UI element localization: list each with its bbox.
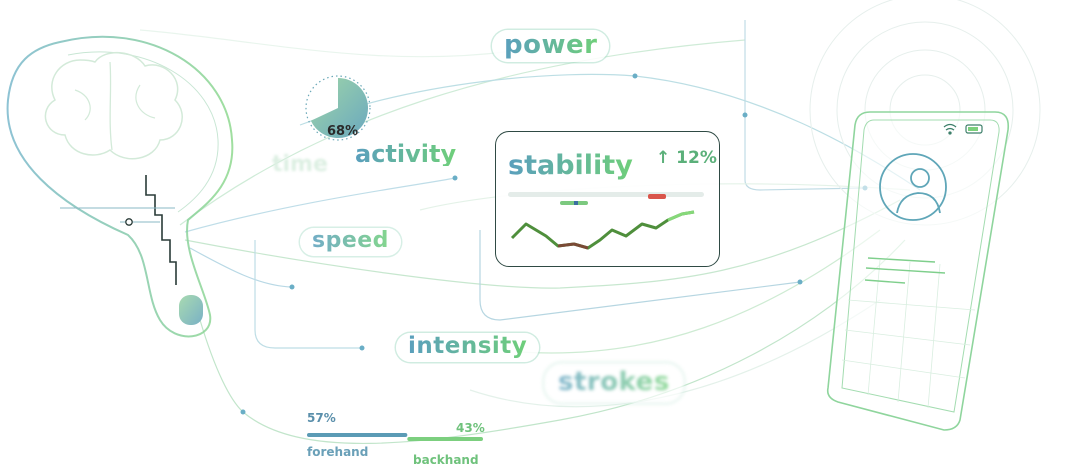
stability-delta: ↑ 12% — [656, 148, 717, 168]
stroke-split-bars — [307, 433, 483, 441]
battery-icon — [965, 124, 983, 134]
stability-sparkline — [508, 192, 704, 250]
activity-gauge — [305, 75, 371, 141]
forehand-label: forehand — [307, 445, 369, 459]
arrow-up-icon: ↑ — [656, 148, 671, 168]
time-label: time — [272, 152, 328, 177]
backhand-label: backhand — [413, 453, 479, 467]
activity-percent: 68% — [327, 124, 359, 139]
phone-illustration — [809, 0, 1041, 431]
user-avatar-icon — [879, 153, 947, 221]
stability-title: stability — [508, 150, 633, 181]
backhand-value: 43% — [456, 421, 485, 435]
power-label: power — [492, 30, 610, 62]
activity-label: activity — [355, 140, 457, 168]
intensity-label: intensity — [396, 333, 540, 362]
paddle-illustration — [6, 35, 234, 338]
stability-card: stability ↑ 12% — [495, 131, 720, 267]
speed-label: speed — [300, 228, 401, 256]
strokes-label: strokes — [544, 363, 684, 403]
connection-lines — [139, 20, 921, 445]
stability-delta-value: 12% — [676, 148, 717, 168]
forehand-value: 57% — [307, 411, 336, 425]
wifi-icon — [943, 123, 957, 135]
